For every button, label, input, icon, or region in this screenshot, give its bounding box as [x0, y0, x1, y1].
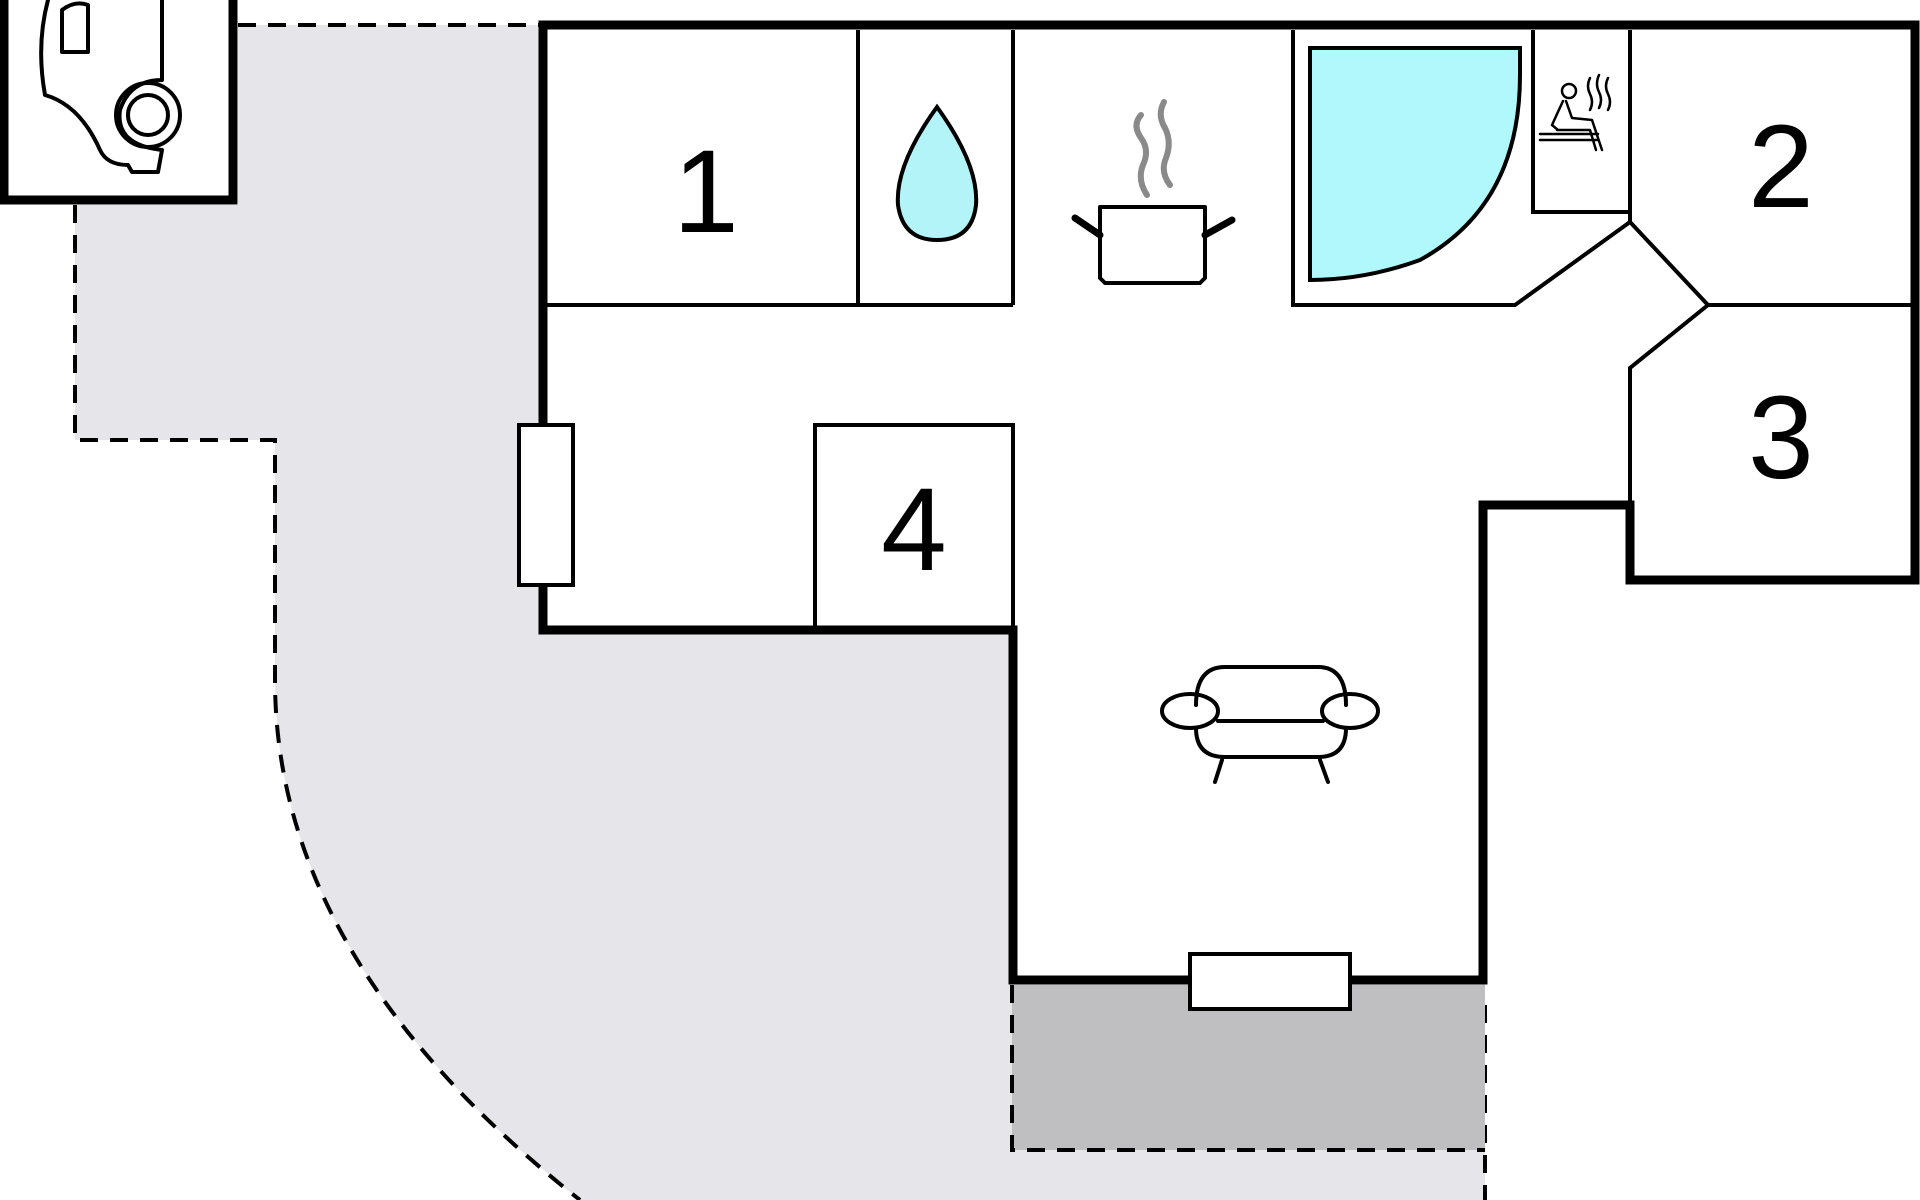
- interior-wall-sauna: [1531, 30, 1630, 214]
- interior-wall-room3: [1628, 303, 1710, 505]
- kitchen-pot-icon: [1071, 99, 1236, 285]
- outdoor-area: [75, 25, 1485, 1200]
- room-2-number: 2: [1748, 101, 1814, 233]
- room-3-number: 3: [1748, 372, 1814, 504]
- sofa-icon: [1160, 665, 1380, 784]
- terrace-boundary: [1010, 985, 1485, 1152]
- window-icon: [1188, 952, 1352, 1011]
- building-outer-wall: [538, 20, 1920, 985]
- sauna-icon: [1538, 73, 1612, 152]
- carport: [0, 0, 238, 205]
- pool-icon: [1308, 46, 1522, 283]
- room-4-number: 4: [881, 464, 947, 596]
- water-drop-icon: [895, 103, 979, 243]
- interior-wall-room2-left: [1628, 30, 1915, 307]
- terrace: [1012, 985, 1485, 1150]
- interior-wall-pool-room: [1291, 30, 1632, 307]
- outdoor-boundary-left: [73, 205, 582, 1200]
- carport-icon: [39, 0, 182, 174]
- room-1-number: 1: [673, 126, 739, 258]
- door-icon: [517, 423, 575, 587]
- interior-wall-room4: [813, 423, 1015, 630]
